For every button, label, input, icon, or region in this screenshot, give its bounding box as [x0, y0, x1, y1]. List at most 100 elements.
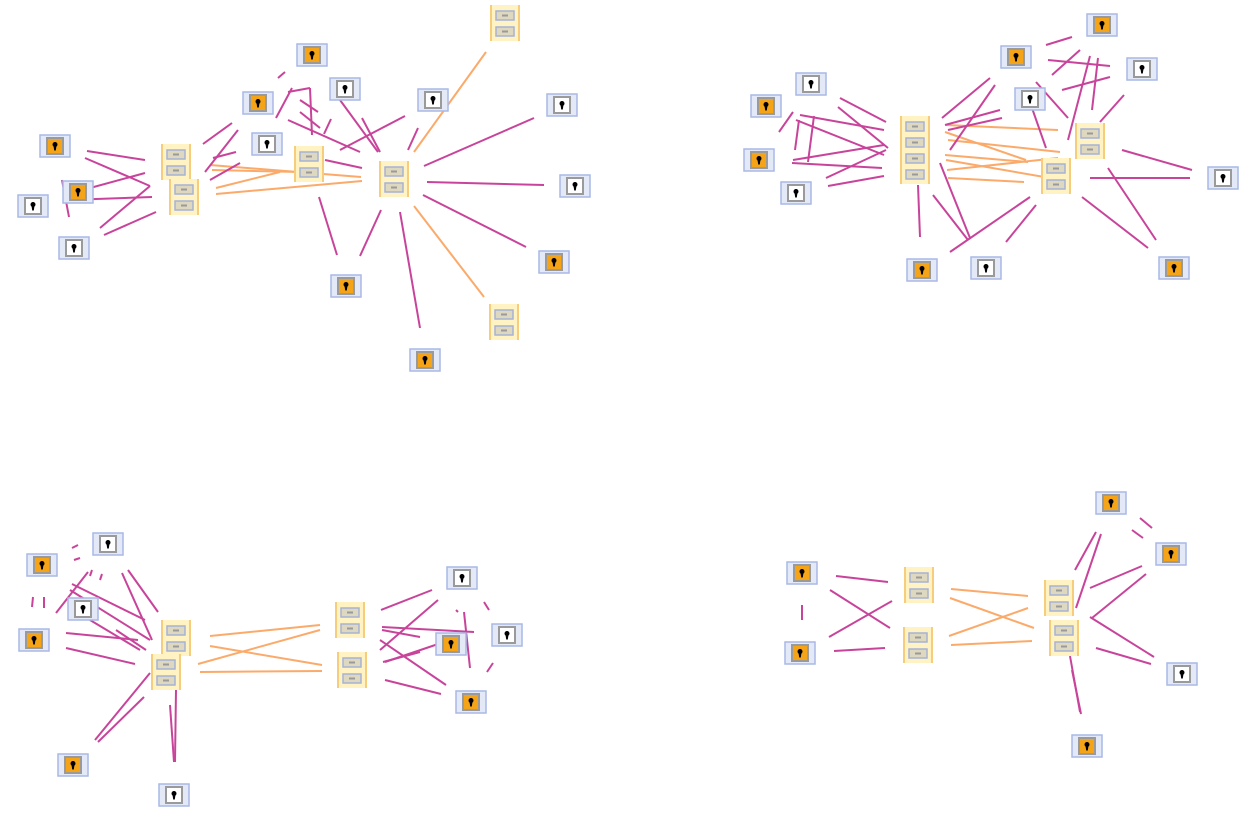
orange-keyhole-lock-icon	[1155, 542, 1187, 566]
edge-magenta	[204, 129, 239, 173]
edge-orange	[950, 640, 1033, 646]
edge-magenta	[837, 106, 889, 149]
orange-keyhole-lock-icon	[538, 250, 570, 274]
edge-magenta	[212, 151, 237, 159]
edge-magenta	[1075, 533, 1102, 609]
edge-magenta	[1131, 529, 1144, 539]
white-keyhole-lock-icon	[446, 566, 478, 590]
edge-magenta	[89, 569, 93, 577]
edge-magenta	[379, 599, 439, 651]
edge-magenta	[84, 157, 151, 187]
orange-keyhole-lock-icon	[784, 641, 816, 665]
edge-orange	[947, 177, 1025, 183]
edge-magenta	[807, 115, 815, 163]
edge-magenta	[917, 184, 921, 238]
file-cabinet-icon	[337, 652, 367, 688]
edge-magenta	[932, 194, 969, 241]
edge-magenta	[794, 119, 800, 151]
orange-keyhole-lock-icon	[1086, 13, 1118, 37]
edge-magenta	[339, 99, 379, 153]
edge-orange	[215, 180, 363, 195]
orange-keyhole-lock-icon	[26, 553, 58, 577]
edge-magenta	[1074, 531, 1097, 571]
edge-magenta	[1091, 57, 1099, 111]
edge-magenta	[1031, 107, 1047, 149]
edge-magenta	[324, 159, 363, 169]
edge-magenta	[299, 99, 319, 113]
white-keyhole-lock-icon	[1126, 57, 1158, 81]
network-graph-4	[784, 491, 1198, 758]
white-keyhole-lock-icon	[92, 532, 124, 556]
file-cabinet-icon	[489, 304, 519, 340]
edge-magenta	[339, 115, 406, 151]
edge-magenta	[89, 172, 146, 189]
edge-magenta	[463, 611, 471, 669]
edge-orange	[950, 588, 1029, 597]
file-cabinet-icon	[1049, 620, 1079, 656]
edge-magenta	[380, 589, 433, 611]
white-keyhole-lock-icon	[1014, 87, 1046, 111]
edge-magenta	[379, 639, 447, 686]
orange-keyhole-lock-icon	[18, 628, 50, 652]
edge-orange	[413, 51, 487, 153]
edge-magenta	[121, 572, 153, 641]
edge-magenta	[778, 111, 794, 133]
edge-magenta	[795, 119, 885, 156]
white-keyhole-lock-icon	[1166, 662, 1198, 686]
edge-magenta	[949, 196, 1031, 253]
edge-magenta	[791, 162, 883, 169]
edge-magenta	[947, 117, 1003, 131]
white-keyhole-lock-icon	[417, 88, 449, 112]
orange-keyhole-lock-icon	[1095, 491, 1127, 515]
edge-magenta	[277, 71, 286, 79]
edge-orange	[949, 597, 1035, 629]
nodes	[743, 13, 1239, 282]
edge-magenta	[426, 181, 545, 186]
edge-magenta	[422, 194, 527, 248]
edge-magenta	[1045, 36, 1073, 46]
file-cabinet-icon	[490, 5, 520, 41]
edge-magenta	[71, 583, 146, 621]
orange-keyhole-lock-icon	[743, 148, 775, 172]
edge-magenta	[483, 601, 490, 611]
edge-magenta	[55, 571, 89, 614]
edge-magenta	[65, 647, 136, 665]
network-graph-3	[18, 532, 523, 807]
nodes	[784, 491, 1198, 758]
orange-keyhole-lock-icon	[409, 348, 441, 372]
edge-magenta	[381, 629, 421, 638]
edge-magenta	[839, 97, 887, 123]
file-cabinet-icon	[294, 146, 324, 182]
edges	[31, 544, 494, 763]
orange-keyhole-lock-icon	[39, 134, 71, 158]
edge-magenta	[309, 87, 313, 136]
edge-magenta	[73, 557, 81, 561]
edge-magenta	[407, 127, 419, 151]
edge-orange	[947, 139, 1061, 153]
orange-keyhole-lock-icon	[62, 180, 94, 204]
edge-magenta	[1099, 94, 1125, 123]
edge-magenta	[1089, 616, 1155, 658]
orange-keyhole-lock-icon	[57, 753, 89, 777]
edge-magenta	[97, 696, 145, 743]
edges	[801, 517, 1155, 715]
edge-orange	[215, 171, 281, 189]
edge-magenta	[202, 122, 233, 145]
edge-magenta	[1081, 196, 1149, 249]
orange-keyhole-lock-icon	[435, 632, 467, 656]
file-cabinet-icon	[1044, 580, 1074, 616]
network-graph-2	[743, 13, 1239, 282]
white-keyhole-lock-icon	[1207, 166, 1239, 190]
white-keyhole-lock-icon	[795, 72, 827, 96]
file-cabinet-icon	[161, 144, 191, 180]
file-cabinet-icon	[1075, 123, 1105, 159]
edges	[778, 36, 1193, 253]
edge-orange	[945, 159, 1051, 179]
white-keyhole-lock-icon	[329, 77, 361, 101]
edge-magenta	[318, 196, 338, 256]
file-cabinet-icon	[1041, 158, 1071, 194]
white-keyhole-lock-icon	[546, 93, 578, 117]
file-cabinet-icon	[900, 116, 930, 152]
white-keyhole-lock-icon	[780, 181, 812, 205]
edge-magenta	[174, 689, 177, 763]
